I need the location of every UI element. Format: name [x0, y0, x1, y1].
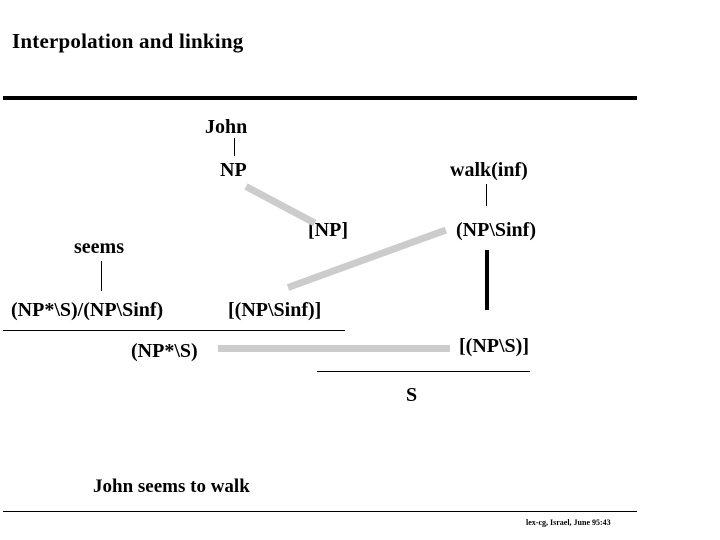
title-divider: [3, 96, 637, 100]
category-np-star-s: (NP*\S): [131, 340, 198, 362]
category-np-s-bracket: [(NP\S)]: [459, 335, 529, 357]
category-s: S: [406, 384, 418, 406]
connector-walk-to-np-s: [485, 250, 489, 310]
footer-text: lex-cg, Israel, June 95:43: [526, 518, 611, 527]
reduction-rule-2: [317, 371, 530, 372]
category-np-bracket: [NP]: [308, 219, 348, 241]
word-seems: seems: [74, 236, 124, 258]
link-np-star-s-to-np-s: [218, 345, 450, 352]
link-np-to-np-bracket: [244, 183, 317, 227]
connector-walk-cat: [486, 184, 487, 206]
page-title: Interpolation and linking: [12, 29, 244, 53]
category-seems: (NP*\S)/(NP\Sinf): [11, 299, 164, 321]
category-walk: (NP\Sinf): [456, 219, 536, 241]
example-sentence: John seems to walk: [93, 476, 250, 497]
word-walk: walk(inf): [450, 159, 528, 181]
connector-john-np: [234, 138, 235, 156]
category-np-sinf-bracket: [(NP\Sinf)]: [228, 299, 322, 321]
footer-divider: [3, 511, 637, 512]
word-john: John: [205, 116, 248, 138]
connector-seems-cat: [101, 261, 102, 291]
reduction-rule-1: [3, 330, 345, 331]
category-np: NP: [220, 159, 247, 181]
